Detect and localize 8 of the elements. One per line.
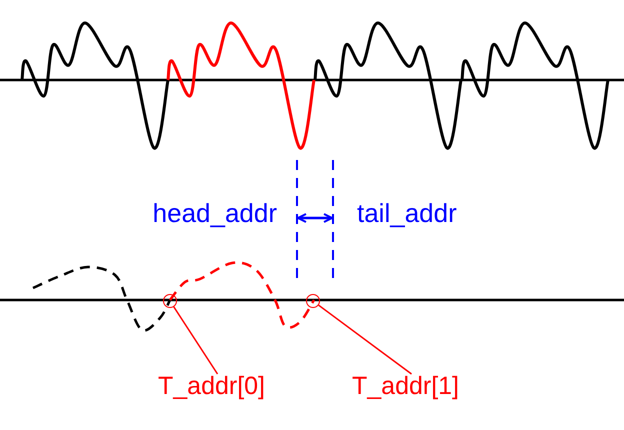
leader-line — [318, 304, 412, 375]
address-label: T_addr[1] — [352, 374, 460, 399]
address-label: head_addr — [152, 200, 277, 226]
marker-circle — [163, 294, 177, 308]
leader-line — [173, 306, 218, 374]
address-label: T_addr[0] — [158, 374, 266, 399]
marker-circle — [306, 294, 320, 308]
address-label: tail_addr — [357, 200, 457, 226]
